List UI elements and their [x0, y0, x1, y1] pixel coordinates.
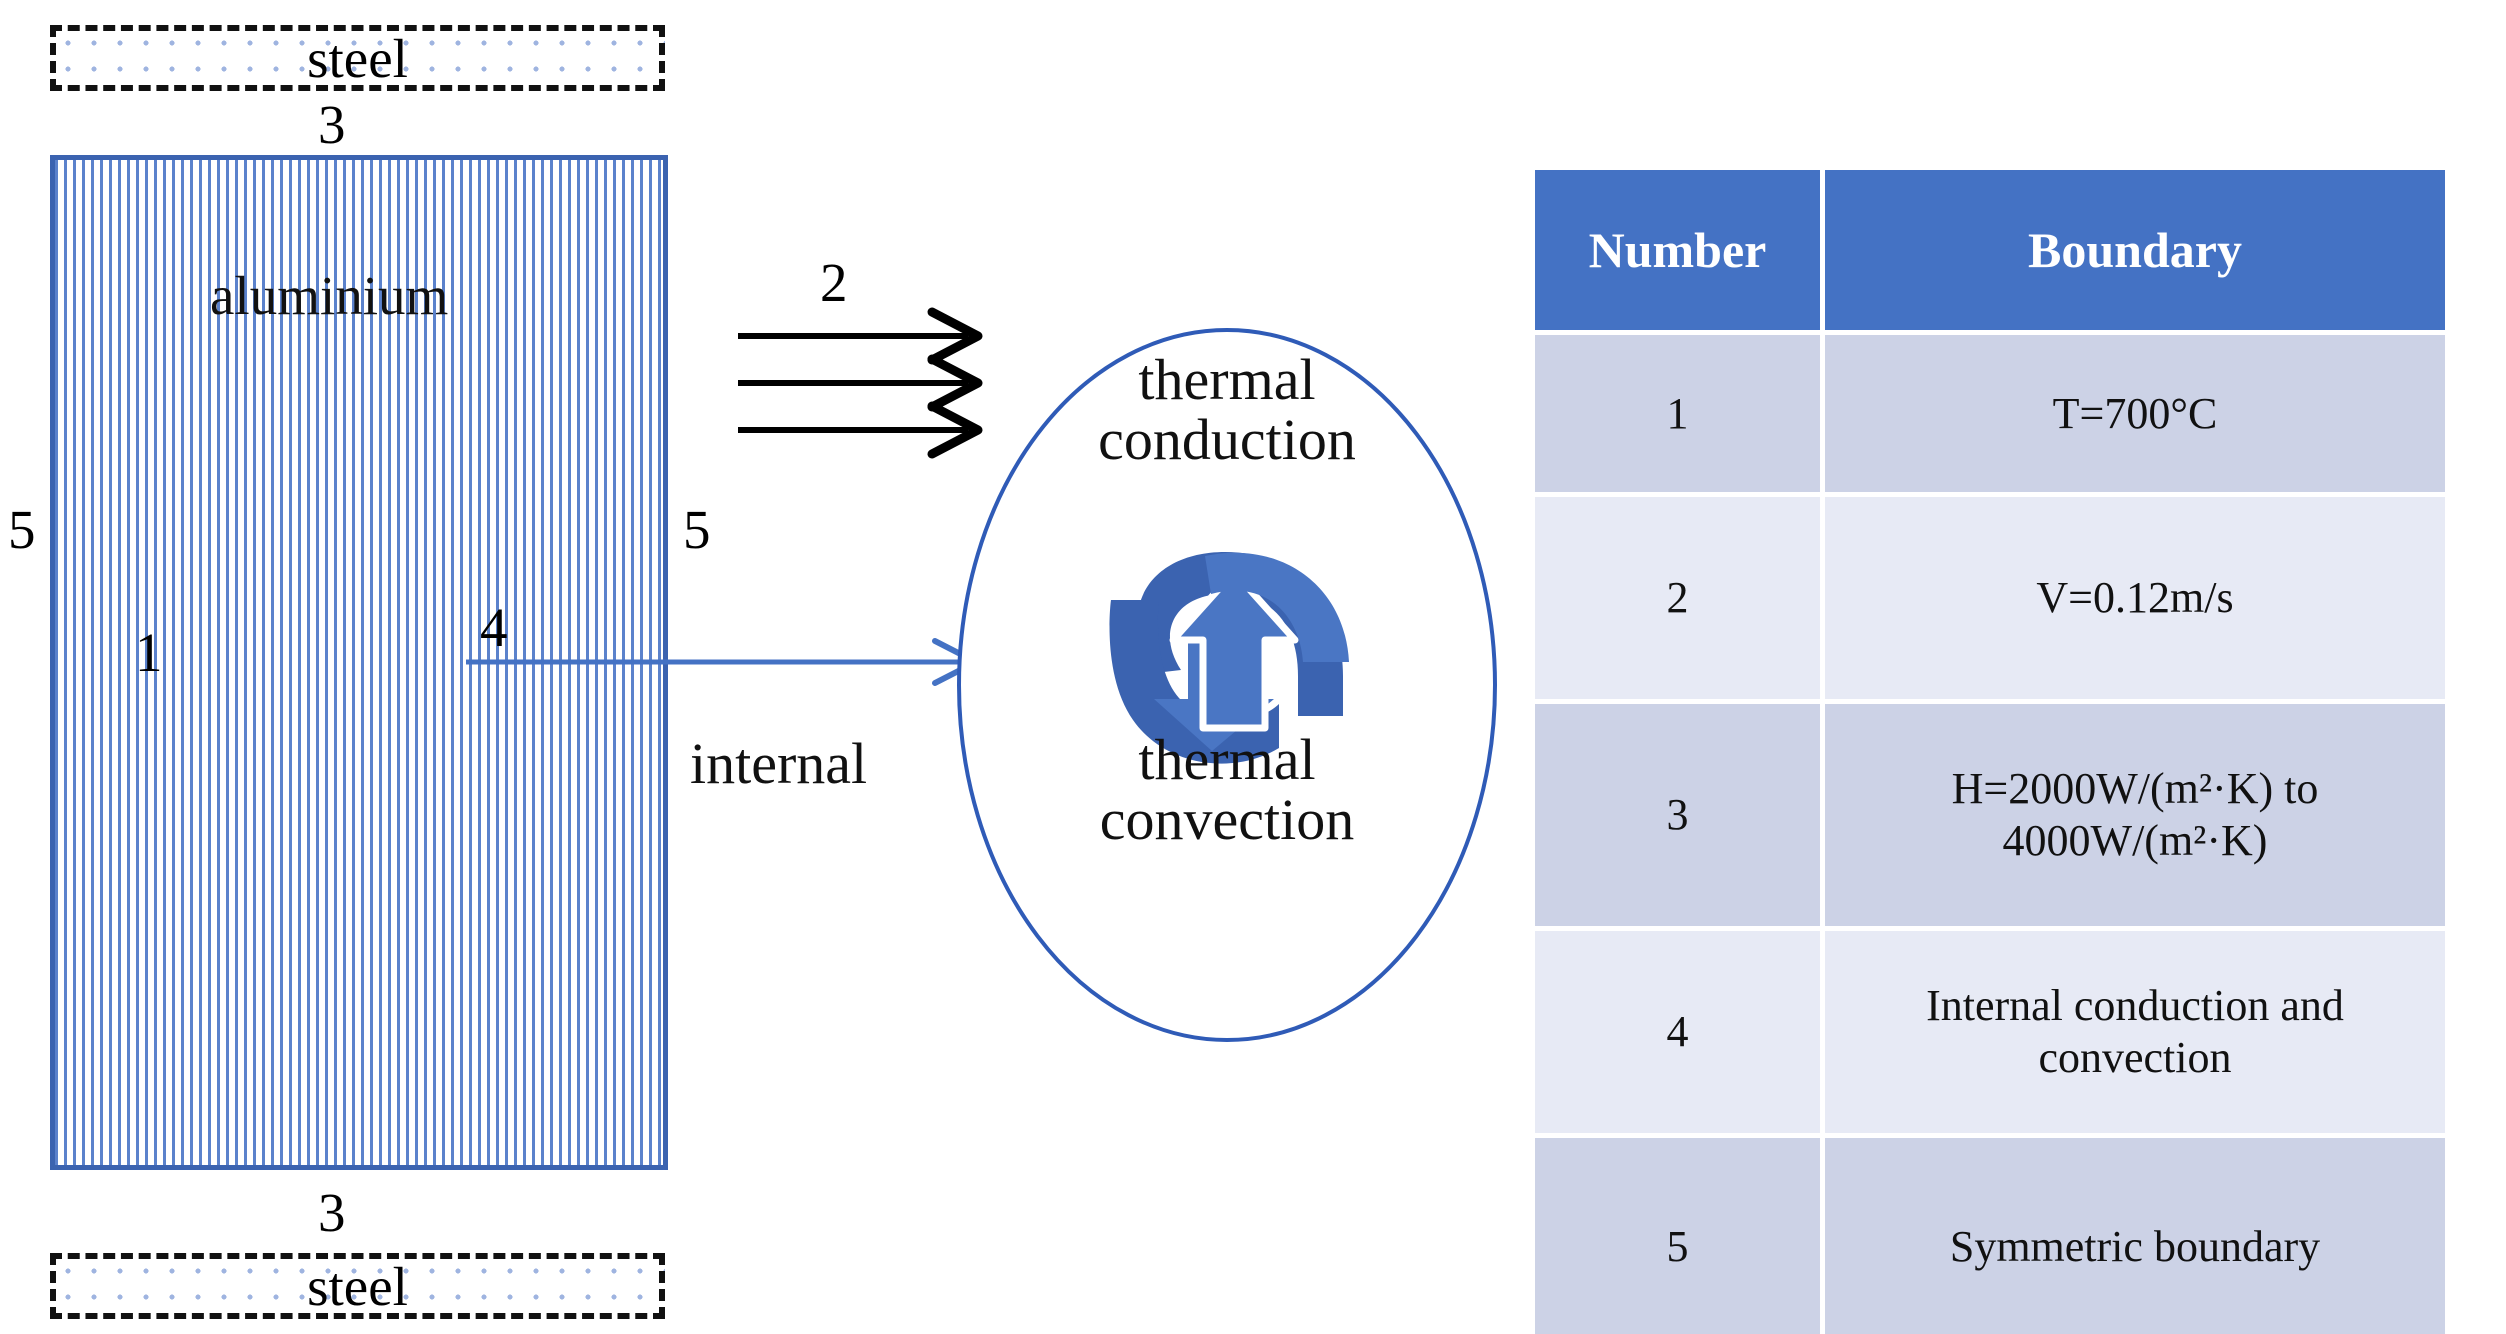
- aluminium-block-label: aluminium: [210, 265, 449, 326]
- table-cell-number: 4: [1535, 931, 1820, 1133]
- steel-block-top: steel: [50, 25, 665, 91]
- boundary-number-3-top: 3: [318, 94, 346, 155]
- bubble-line-4: convection: [1099, 787, 1355, 853]
- table-header-number: Number: [1535, 170, 1820, 330]
- table-header-row: Number Boundary: [1535, 170, 2445, 330]
- table-cell-boundary: Internal conduction and convection: [1825, 931, 2445, 1133]
- table-cell-number: 5: [1535, 1138, 1820, 1334]
- boundary-number-3-bottom: 3: [318, 1182, 346, 1243]
- boundary-number-5-left: 5: [8, 499, 36, 560]
- bubble-text-convection: thermal convection: [977, 727, 1477, 853]
- boundary-number-2: 2: [820, 252, 848, 313]
- boundary-number-1: 1: [135, 622, 163, 683]
- table-cell-number: 3: [1535, 704, 1820, 926]
- flow-arrow-2: [738, 354, 983, 412]
- steel-block-bottom: steel: [50, 1253, 665, 1319]
- table-cell-boundary: H=2000W/(m²·K) to 4000W/(m²·K): [1825, 704, 2445, 926]
- table-cell-boundary: T=700°C: [1825, 335, 2445, 492]
- flow-arrow-group: [738, 307, 983, 459]
- boundary-number-4: 4: [480, 597, 508, 658]
- steel-block-top-label: steel: [307, 27, 408, 89]
- bubble-line-2: conduction: [1098, 407, 1356, 473]
- bubble-line-3: thermal: [1138, 727, 1316, 792]
- table-cell-boundary: V=0.12m/s: [1825, 497, 2445, 699]
- boundary-conditions-table: Number Boundary 1 T=700°C 2 V=0.12m/s 3 …: [1530, 165, 2450, 1334]
- flow-arrow-1: [738, 307, 983, 365]
- table-row: 5 Symmetric boundary: [1535, 1138, 2445, 1334]
- table-row: 4 Internal conduction and convection: [1535, 931, 2445, 1133]
- internal-label: internal: [690, 731, 868, 796]
- table-row: 2 V=0.12m/s: [1535, 497, 2445, 699]
- boundary-number-5-right: 5: [683, 499, 711, 560]
- table-row: 3 H=2000W/(m²·K) to 4000W/(m²·K): [1535, 704, 2445, 926]
- steel-block-bottom-label: steel: [307, 1255, 408, 1317]
- table-header-boundary: Boundary: [1825, 170, 2445, 330]
- table-cell-number: 1: [1535, 335, 1820, 492]
- flow-arrow-3: [738, 401, 983, 459]
- bubble-line-1: thermal: [1138, 347, 1316, 412]
- table-cell-number: 2: [1535, 497, 1820, 699]
- table-cell-boundary: Symmetric boundary: [1825, 1138, 2445, 1334]
- table-row: 1 T=700°C: [1535, 335, 2445, 492]
- bubble-text-conduction: thermal conduction: [977, 347, 1477, 473]
